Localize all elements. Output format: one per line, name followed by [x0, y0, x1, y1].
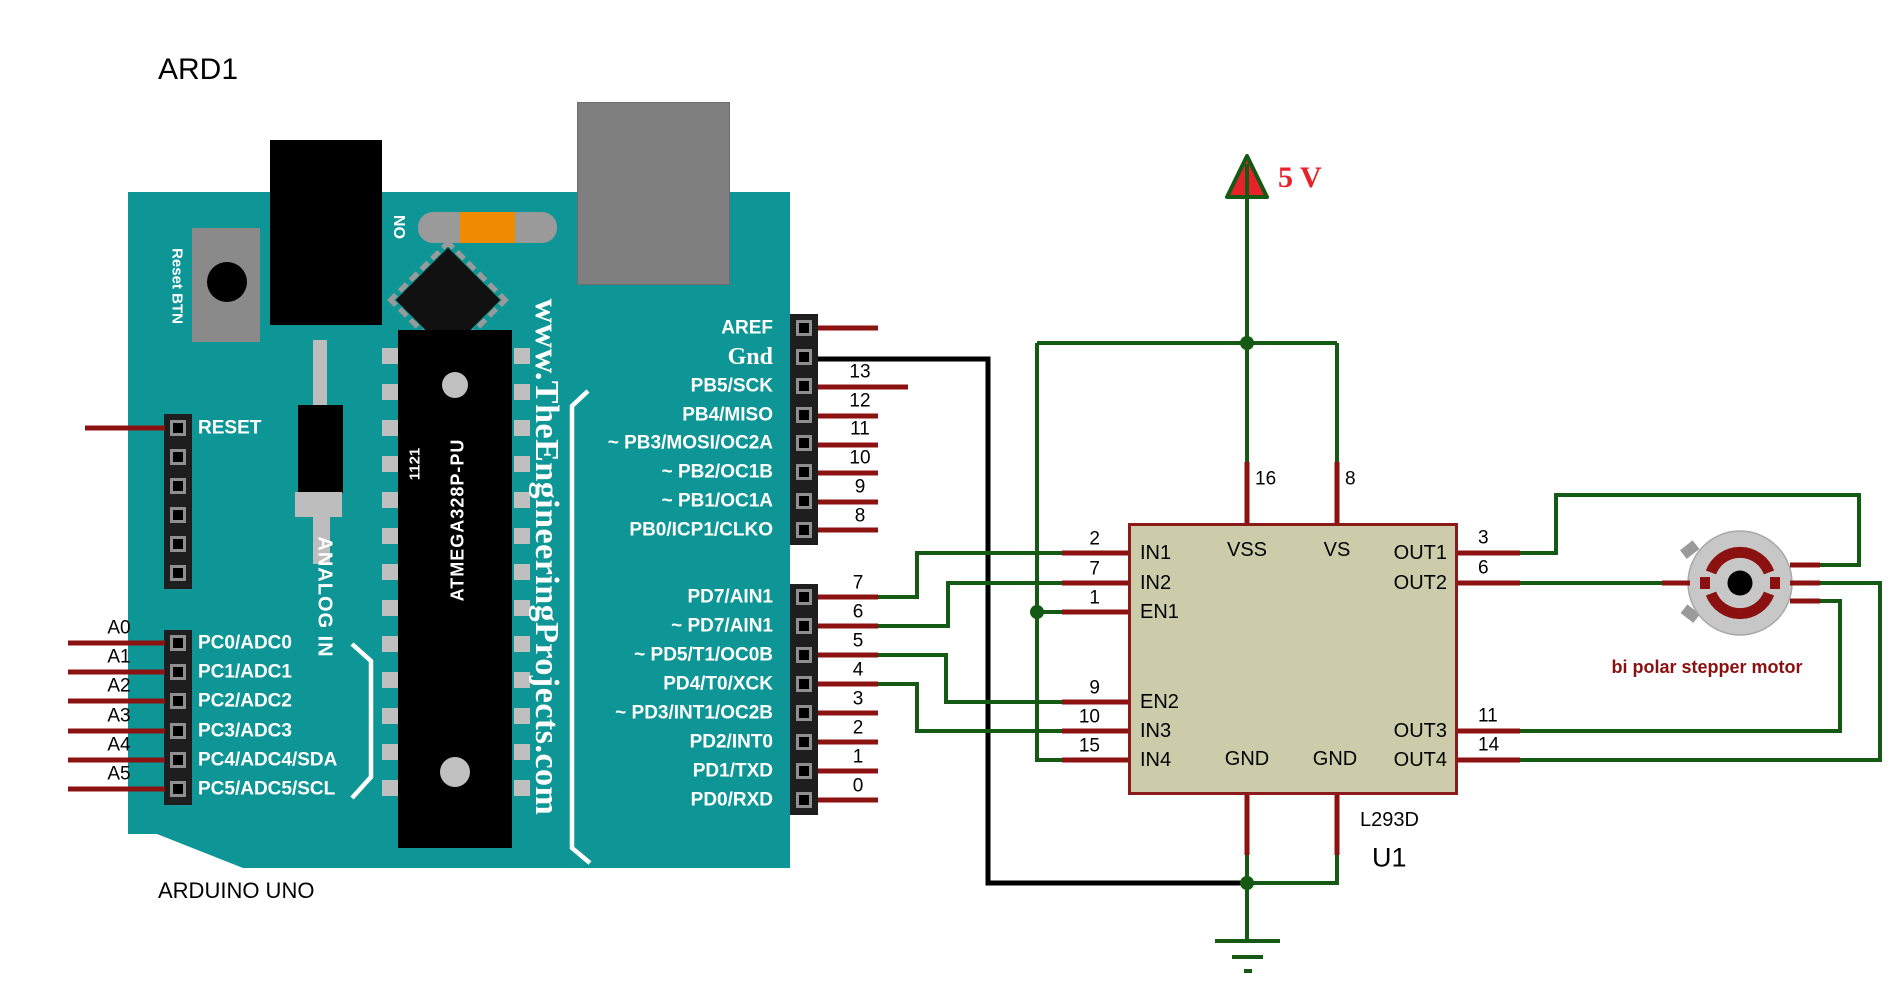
header-pin: [796, 435, 812, 451]
header-pin: [796, 734, 812, 750]
mcu-pin: [514, 636, 530, 652]
header-pin: [796, 407, 812, 423]
junction-dot: [1240, 336, 1254, 350]
motor-pole: [1770, 577, 1780, 589]
pin-stubs: [68, 325, 1820, 855]
header-pin: [170, 449, 186, 465]
power-switch-slider[interactable]: [460, 212, 515, 243]
crystal-lead: [313, 340, 327, 406]
mcu-pin: [382, 564, 398, 580]
signal-wires: [878, 164, 1882, 973]
mcu-pin: [382, 492, 398, 508]
mcu-dot-bottom: [440, 757, 470, 787]
mcu-pin: [514, 672, 530, 688]
arduino-reference: ARD1: [158, 53, 239, 86]
header-pin: [796, 618, 812, 634]
usb-connector: [577, 102, 730, 285]
motor-shaft: [1727, 570, 1753, 596]
header-pin: [170, 420, 186, 436]
mcu-pin: [514, 348, 530, 364]
mcu-pin: [514, 780, 530, 796]
crystal-stem: [313, 516, 330, 564]
header-pin: [170, 536, 186, 552]
motor-coil-arc: [1705, 591, 1775, 620]
crystal: [298, 405, 343, 493]
header-pin: [170, 752, 186, 768]
mcu-pin: [382, 780, 398, 796]
mcu-pin: [514, 744, 530, 760]
header-pin: [170, 565, 186, 581]
header-pin: [170, 693, 186, 709]
power-jack: [270, 140, 382, 325]
mcu-dot-top: [442, 372, 468, 398]
power-switch[interactable]: [418, 212, 557, 243]
mcu-pin: [514, 528, 530, 544]
header-pin: [796, 320, 812, 336]
header-pin: [796, 493, 812, 509]
mcu-pin: [382, 600, 398, 616]
header-pin: [170, 478, 186, 494]
header-pin: [796, 705, 812, 721]
motor-coil-arc: [1705, 546, 1775, 575]
driver-ic[interactable]: [1128, 523, 1458, 795]
silkscreen-bracket: [350, 389, 592, 865]
reset-button[interactable]: [207, 262, 247, 302]
mcu-pin: [514, 492, 530, 508]
header-pin: [170, 781, 186, 797]
crystal-pad: [295, 492, 342, 517]
header-pin: [796, 589, 812, 605]
mcu-pin: [382, 348, 398, 364]
motor-shaft-nub: [1680, 604, 1700, 623]
mcu-pin: [382, 528, 398, 544]
header-pin: [170, 635, 186, 651]
header-pin: [796, 676, 812, 692]
ground-wire: [818, 356, 1247, 886]
mcu-pin: [382, 456, 398, 472]
header-pin: [796, 792, 812, 808]
mcu-pin: [382, 420, 398, 436]
mcu-pin: [514, 456, 530, 472]
header-pin: [796, 349, 812, 365]
mcu-pin: [514, 420, 530, 436]
mcu-pin: [514, 564, 530, 580]
header-pin: [796, 522, 812, 538]
mcu-pin: [382, 672, 398, 688]
header-pin: [796, 464, 812, 480]
stepper-motor[interactable]: [1680, 530, 1793, 636]
motor-pole: [1700, 577, 1710, 589]
reset-header[interactable]: [164, 414, 192, 589]
header-pin: [170, 723, 186, 739]
mcu-pin: [514, 384, 530, 400]
header-pin: [796, 763, 812, 779]
header-pin: [170, 664, 186, 680]
mcu-pin: [514, 708, 530, 724]
header-pin: [170, 507, 186, 523]
motor-shaft-nub: [1680, 540, 1700, 559]
header-pin: [796, 647, 812, 663]
mcu-pin: [382, 636, 398, 652]
mcu-pin: [382, 708, 398, 724]
mcu-pin: [382, 384, 398, 400]
header-pin: [796, 378, 812, 394]
mcu-pin: [514, 600, 530, 616]
mcu-pin: [382, 744, 398, 760]
analog-header[interactable]: [164, 630, 192, 805]
junction-dot: [1240, 876, 1254, 890]
junction-dot: [1030, 605, 1044, 619]
